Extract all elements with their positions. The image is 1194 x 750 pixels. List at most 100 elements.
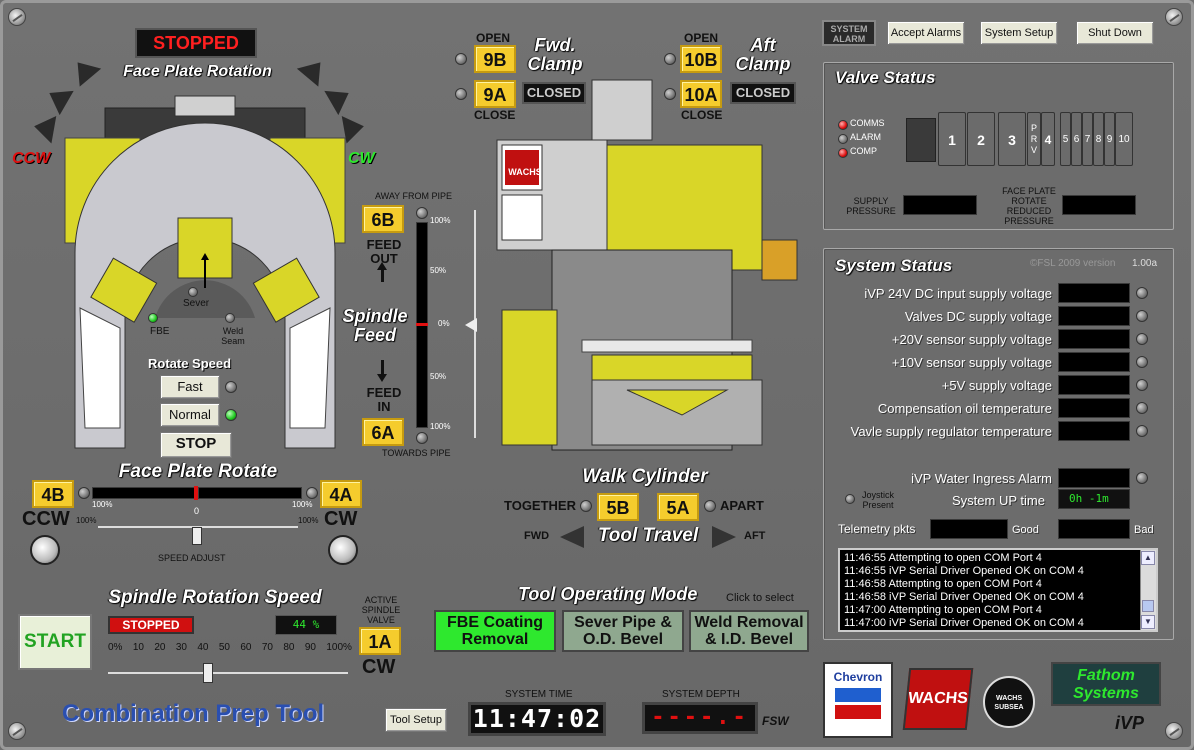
tool-travel-title: Tool Travel <box>597 525 699 546</box>
chevron-stripe-red <box>835 705 881 719</box>
scroll-down-icon[interactable]: ▼ <box>1141 615 1155 629</box>
comms-led <box>838 120 848 130</box>
status-row-label: +20V sensor supply voltage <box>891 332 1052 347</box>
valve-10a-led <box>664 88 676 100</box>
spindle-speed-thumb[interactable] <box>203 663 213 683</box>
face-plate-pressure-label: FACE PLATE ROTATE REDUCED PRESSURE <box>1002 186 1056 226</box>
stop-button[interactable]: STOP <box>160 432 232 458</box>
active-spindle-valve-label: ACTIVE SPINDLE VALVE <box>361 595 401 625</box>
system-time-display: 11:47:02 <box>468 702 606 736</box>
weld-seam-led <box>225 313 235 323</box>
scale-tick: 90 <box>304 642 316 653</box>
fwd-label: FWD <box>524 530 550 542</box>
travel-fwd-arrow-icon[interactable] <box>560 526 584 548</box>
spindle-speed-readout: 44 % <box>275 615 337 635</box>
alarm-led <box>838 134 848 144</box>
status-row-led <box>1136 379 1148 391</box>
spindle-status: STOPPED <box>108 616 194 634</box>
status-row-value <box>1058 421 1130 441</box>
aft-close-label: CLOSE <box>681 108 723 122</box>
cw-label: CW <box>348 150 375 167</box>
ccw-big-label: CCW <box>22 508 70 530</box>
scroll-thumb[interactable] <box>1142 600 1154 612</box>
ccw-dial-icon[interactable] <box>30 535 60 565</box>
tool-setup-button[interactable]: Tool Setup <box>385 708 447 732</box>
system-depth-display: ----.- <box>642 702 758 734</box>
valve-6a-button[interactable]: 6A <box>362 418 404 446</box>
valve-9b-button[interactable]: 9B <box>474 45 516 73</box>
valve-5b-button[interactable]: 5B <box>597 493 639 521</box>
face-plate-diagram <box>64 95 346 449</box>
normal-button[interactable]: Normal <box>160 403 220 427</box>
fbe-coating-removal-button[interactable]: FBE Coating Removal <box>434 610 556 652</box>
ivp-label: iVP <box>1115 713 1145 733</box>
mode-hint: Click to select <box>726 592 794 604</box>
status-row-value <box>1058 283 1130 303</box>
version-label: 1.00a <box>1132 258 1158 269</box>
valve-channel-9: 9 <box>1104 112 1115 166</box>
valve-10a-button[interactable]: 10A <box>680 80 722 108</box>
scale-tick: 80 <box>283 642 295 653</box>
scale-tick: 100% <box>326 642 352 653</box>
shut-down-button[interactable]: Shut Down <box>1076 21 1154 45</box>
system-time-label: SYSTEM TIME <box>505 689 573 700</box>
fwd-open-label: OPEN <box>476 31 511 45</box>
valve-prv: PRV <box>1027 112 1041 166</box>
face-plate-pressure-display <box>1062 195 1136 215</box>
pct-right-label: 100% <box>292 500 313 509</box>
zero-label: 0 <box>194 506 200 516</box>
valve-channel-1: 1 <box>938 112 966 166</box>
fathom-logo: Fathom Systems <box>1051 662 1161 706</box>
cw-dial-icon[interactable] <box>328 535 358 565</box>
valve-channel-4: 4 <box>1041 112 1055 166</box>
start-button[interactable]: START <box>18 614 92 670</box>
speed-adjust-thumb[interactable] <box>192 527 202 545</box>
accept-alarms-button[interactable]: Accept Alarms <box>887 21 965 45</box>
screw-icon <box>8 8 26 26</box>
valve-channel-10: 10 <box>1115 112 1133 166</box>
status-row-led <box>1136 310 1148 322</box>
valve-10b-button[interactable]: 10B <box>680 45 722 73</box>
status-row-label: +5V supply voltage <box>941 378 1052 393</box>
valve-1a-button[interactable]: 1A <box>359 627 401 655</box>
system-depth-label: SYSTEM DEPTH <box>662 689 740 700</box>
scale-tick: 40 <box>197 642 209 653</box>
valve-5a-led <box>704 500 716 512</box>
feed-tick: 100% <box>430 422 451 431</box>
fbe-label: FBE <box>150 326 170 337</box>
rotate-speed-title: Rotate Speed <box>148 356 232 371</box>
system-setup-button[interactable]: System Setup <box>980 21 1058 45</box>
fast-led <box>225 381 237 393</box>
sever-pipe-button[interactable]: Sever Pipe & O.D. Bevel <box>562 610 684 652</box>
valve-4a-button[interactable]: 4A <box>320 480 362 508</box>
wachs-subsea-logo: WACHS SUBSEA <box>983 676 1035 728</box>
feed-tick: 50% <box>430 372 447 381</box>
valve-6b-button[interactable]: 6B <box>362 205 404 233</box>
status-row-value <box>1058 329 1130 349</box>
valve-6b-led <box>416 207 428 219</box>
scroll-up-icon[interactable]: ▲ <box>1141 551 1155 565</box>
valve-channel-2: 2 <box>967 112 995 166</box>
event-log[interactable]: 11:46:55 Attempting to open COM Port 4 1… <box>838 548 1158 632</box>
aft-clamp-title: Aft Clamp <box>735 35 791 74</box>
valve-9a-button[interactable]: 9A <box>474 80 516 108</box>
fwd-close-label: CLOSE <box>474 108 516 122</box>
scale-tick: 20 <box>154 642 166 653</box>
spindle-feed-thumb[interactable] <box>465 318 477 332</box>
valve-4b-button[interactable]: 4B <box>32 480 74 508</box>
feed-tick: 0% <box>438 319 450 328</box>
good-label: Good <box>1012 524 1039 536</box>
weld-removal-button[interactable]: Weld Removal & I.D. Bevel <box>689 610 809 652</box>
valve-5a-button[interactable]: 5A <box>657 493 699 521</box>
status-row-led <box>1136 333 1148 345</box>
uptime-display: 0h -1m <box>1058 489 1130 509</box>
scale-tick: 70 <box>261 642 273 653</box>
telemetry-good-display <box>930 519 1008 539</box>
valve-10b-led <box>664 53 676 65</box>
weld-seam-label: Weld Seam <box>221 326 245 346</box>
valve-channel-7: 7 <box>1082 112 1093 166</box>
fast-button[interactable]: Fast <box>160 375 220 399</box>
log-line: 11:47:00 Attempting to open COM Port 4 <box>844 604 1042 616</box>
spindle-speed-track[interactable] <box>108 672 348 674</box>
travel-aft-arrow-icon[interactable] <box>712 526 736 548</box>
